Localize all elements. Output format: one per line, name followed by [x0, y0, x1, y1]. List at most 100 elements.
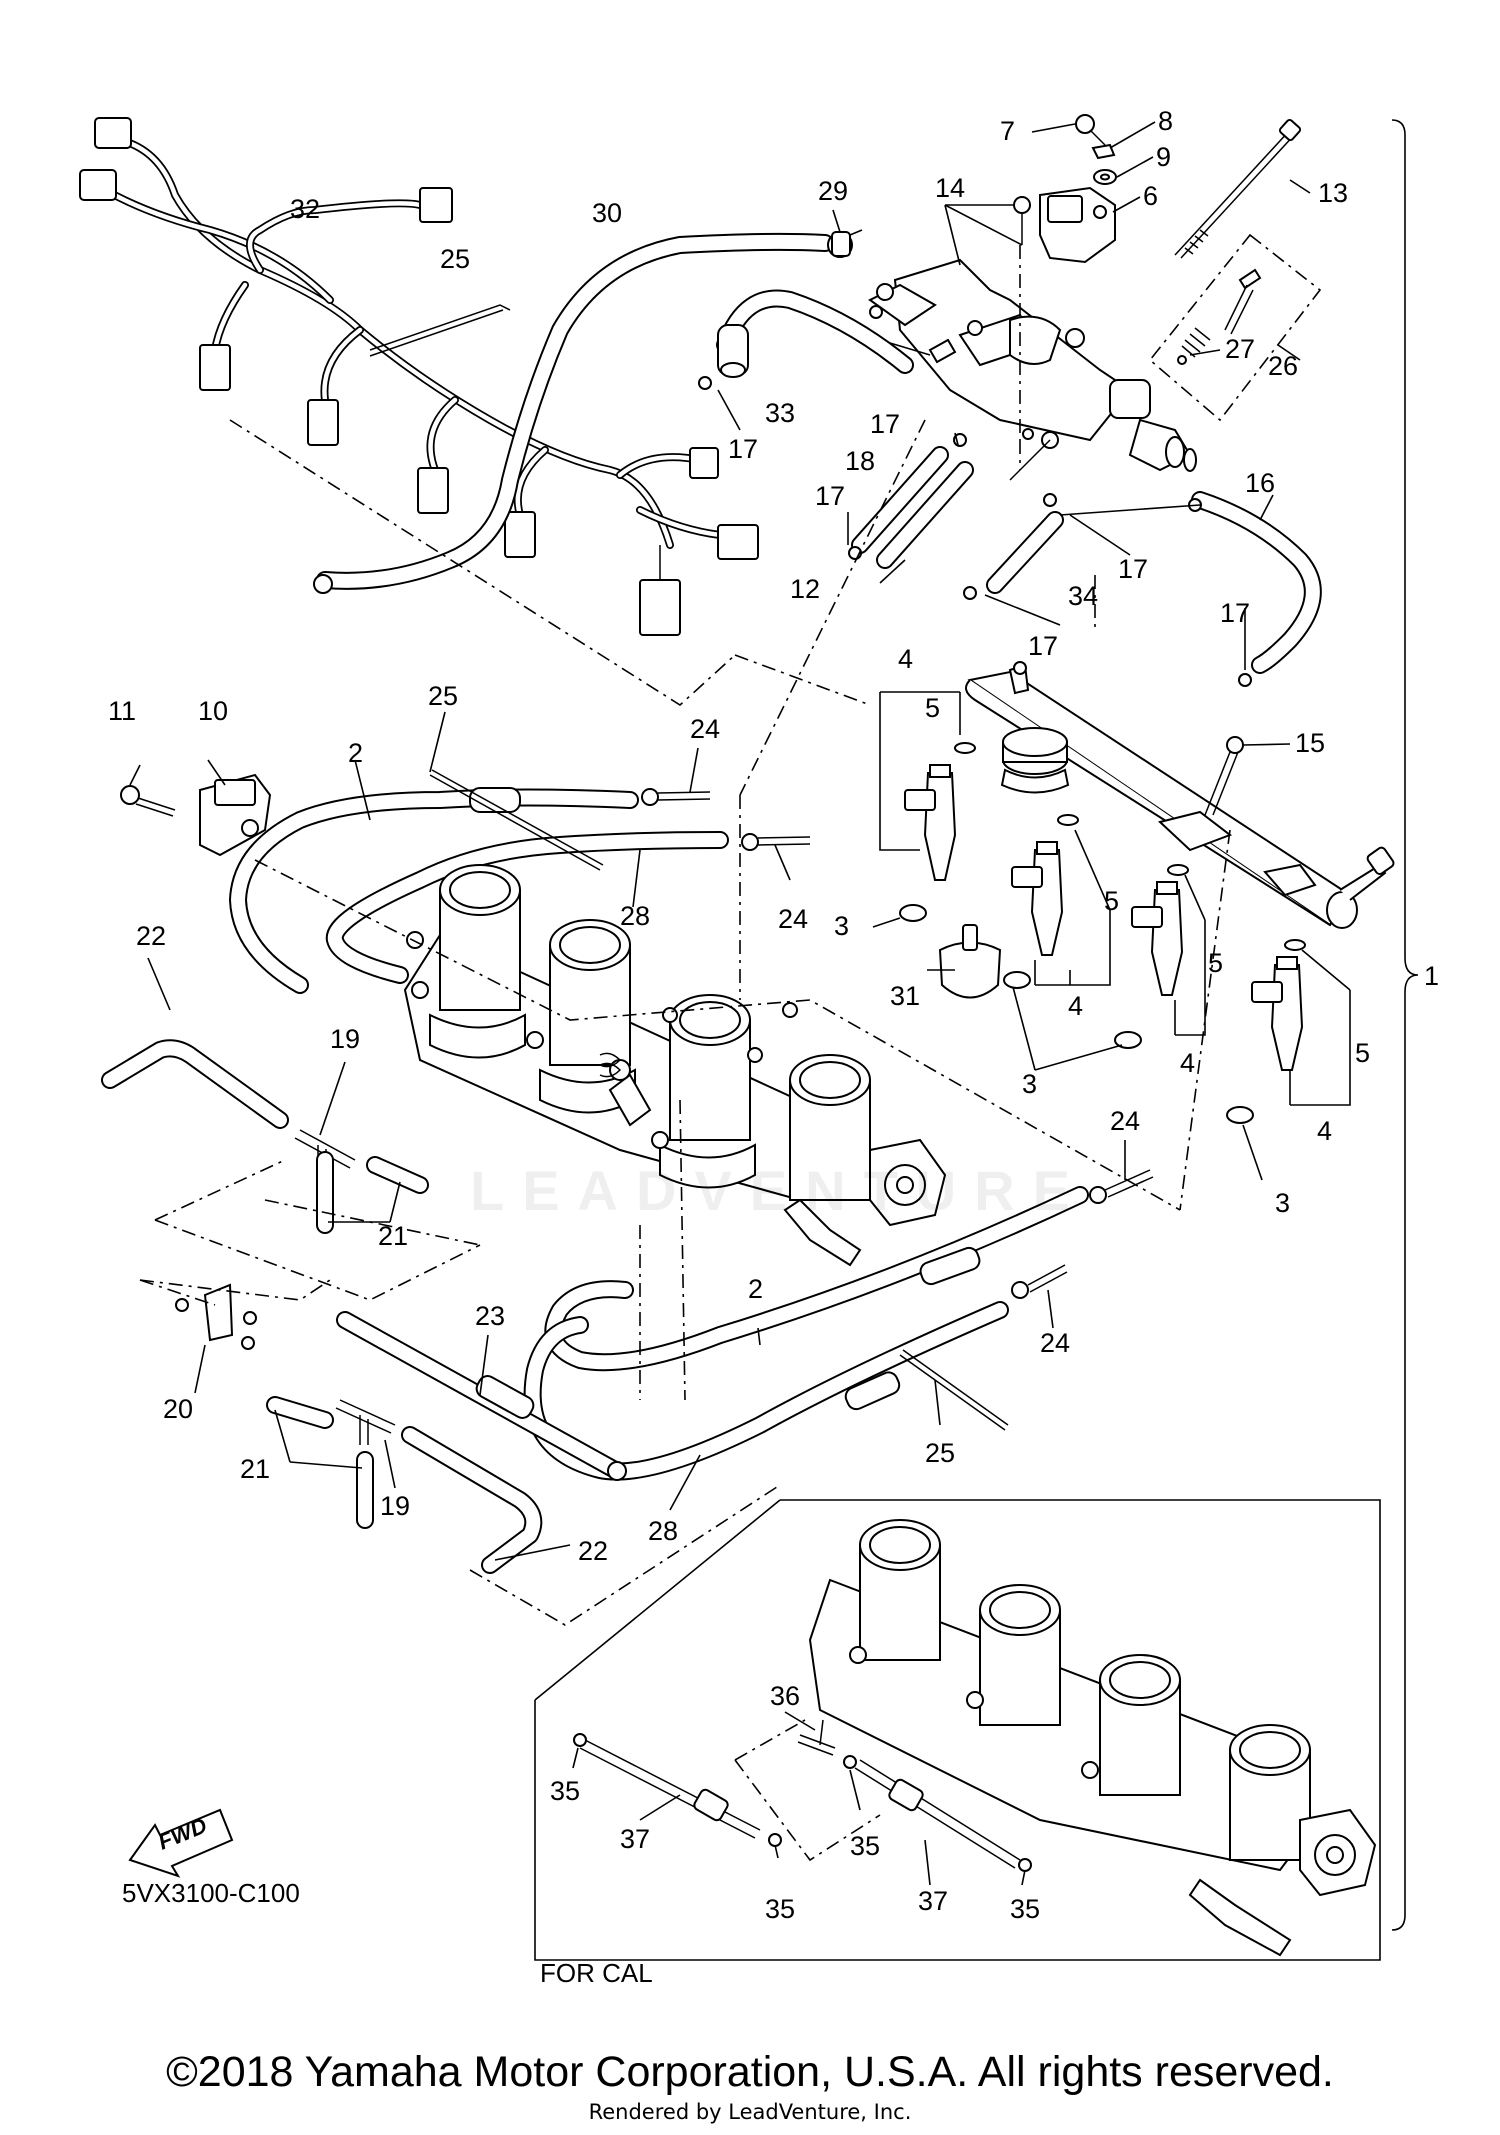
leader-lines	[129, 121, 1351, 1886]
sensor-10	[199, 773, 272, 857]
bolt-24	[641, 788, 711, 806]
callout: 17	[1028, 631, 1058, 661]
hose-34	[986, 511, 1064, 594]
callout: 22	[136, 921, 166, 951]
callout-labels: 1 2 2 3 3 3 4 4 4 4 5 5 5 5 6 7 8 9 10 1…	[108, 106, 1439, 1924]
callout: 25	[925, 1438, 955, 1468]
callout: 20	[163, 1394, 193, 1424]
callout: 10	[198, 696, 228, 726]
callout: 5	[1208, 948, 1223, 978]
callout: 5	[1104, 886, 1119, 916]
callout: 9	[1156, 142, 1171, 172]
hose-23	[336, 1311, 627, 1481]
pipe-37-right	[854, 1759, 1021, 1869]
harness-connector	[94, 117, 132, 149]
throttle-body-main	[403, 864, 947, 1267]
fitting-36	[797, 1719, 836, 1756]
t-fitting-19-lower	[335, 1399, 396, 1445]
fuel-rail	[965, 661, 1395, 929]
harness-connector	[417, 467, 449, 514]
hose-30	[313, 232, 834, 594]
callout: 21	[240, 1454, 270, 1484]
bolt-29	[827, 229, 863, 258]
callout: 17	[728, 434, 758, 464]
harness-connector	[689, 447, 719, 479]
injector-4	[1131, 881, 1184, 996]
bolt-24	[1011, 1264, 1068, 1299]
callout: 17	[815, 481, 845, 511]
callout: 6	[1143, 181, 1158, 211]
render-credit: Rendered by LeadVenture, Inc.	[588, 2100, 912, 2124]
callout: 5	[1355, 1038, 1370, 1068]
callout: 35	[1010, 1894, 1040, 1924]
callout: 27	[1225, 334, 1255, 364]
bolt-24	[1089, 1169, 1154, 1204]
harness-connector	[307, 399, 339, 446]
hose-22-lower	[401, 1426, 543, 1574]
callout: 29	[818, 176, 848, 206]
callout: 8	[1158, 106, 1173, 136]
tie-band-25-mid	[429, 769, 604, 871]
for-cal-inset	[534, 1499, 1381, 1961]
copyright-notice: ©2018 Yamaha Motor Corporation, U.S.A. A…	[166, 2048, 1334, 2096]
callout: 2	[348, 738, 363, 768]
hose-28-lower	[523, 1301, 1009, 1481]
callout: 37	[620, 1824, 650, 1854]
harness-connector	[199, 344, 231, 391]
injector-4	[1251, 956, 1304, 1071]
callout: 19	[380, 1491, 410, 1521]
callout: 4	[898, 644, 913, 674]
callout: 7	[1000, 116, 1015, 146]
bolt-11	[120, 785, 176, 817]
callout: 32	[290, 194, 320, 224]
callout: 25	[440, 244, 470, 274]
fwd-arrow-icon: FWD	[128, 1808, 234, 1878]
tie-band-25-low	[899, 1349, 1009, 1431]
callout: 23	[475, 1301, 505, 1331]
watermark: LEADVENTURE	[470, 1159, 1089, 1222]
callout: 17	[1118, 554, 1148, 584]
callout: 28	[620, 901, 650, 931]
fuel-rail-regulator	[1000, 727, 1070, 794]
hose-28-upper	[325, 831, 729, 984]
harness-connector	[419, 187, 453, 223]
harness-connector	[504, 511, 536, 558]
collar-8	[1091, 143, 1116, 160]
hose-2-upper	[229, 787, 639, 994]
harness-connector	[717, 524, 759, 560]
diagram-code: 5VX3100-C100	[122, 1878, 300, 1908]
callout: 16	[1245, 468, 1275, 498]
callout: 34	[1068, 581, 1098, 611]
callout: 4	[1317, 1116, 1332, 1146]
hose-16	[1191, 491, 1322, 674]
assembly-brace	[1391, 119, 1419, 1931]
callout: 24	[690, 714, 720, 744]
callout: 5	[925, 693, 940, 723]
hose-21-upper	[316, 1151, 429, 1234]
seal-3	[899, 904, 1254, 1124]
callout: 24	[1110, 1106, 1140, 1136]
screw-7	[1075, 114, 1106, 146]
screw-set-26	[1148, 233, 1322, 422]
callout: 30	[592, 198, 622, 228]
callout: 28	[648, 1516, 678, 1546]
callout: 26	[1268, 351, 1298, 381]
callout: 12	[790, 574, 820, 604]
callout: 14	[935, 173, 965, 203]
callout: 17	[1220, 598, 1250, 628]
harness-connector	[79, 169, 117, 201]
hose-33	[716, 289, 914, 378]
tie-band-25-top	[369, 304, 511, 357]
injector-4	[1011, 841, 1064, 956]
callout: 17	[870, 409, 900, 439]
callout: 35	[550, 1776, 580, 1806]
callout: 24	[778, 904, 808, 934]
callout: 33	[765, 398, 795, 428]
callout: 24	[1040, 1328, 1070, 1358]
callout: 1	[1424, 961, 1439, 991]
bracket-20	[175, 1283, 257, 1350]
callout: 2	[748, 1274, 763, 1304]
callout: 21	[378, 1221, 408, 1251]
callout: 13	[1318, 178, 1348, 208]
